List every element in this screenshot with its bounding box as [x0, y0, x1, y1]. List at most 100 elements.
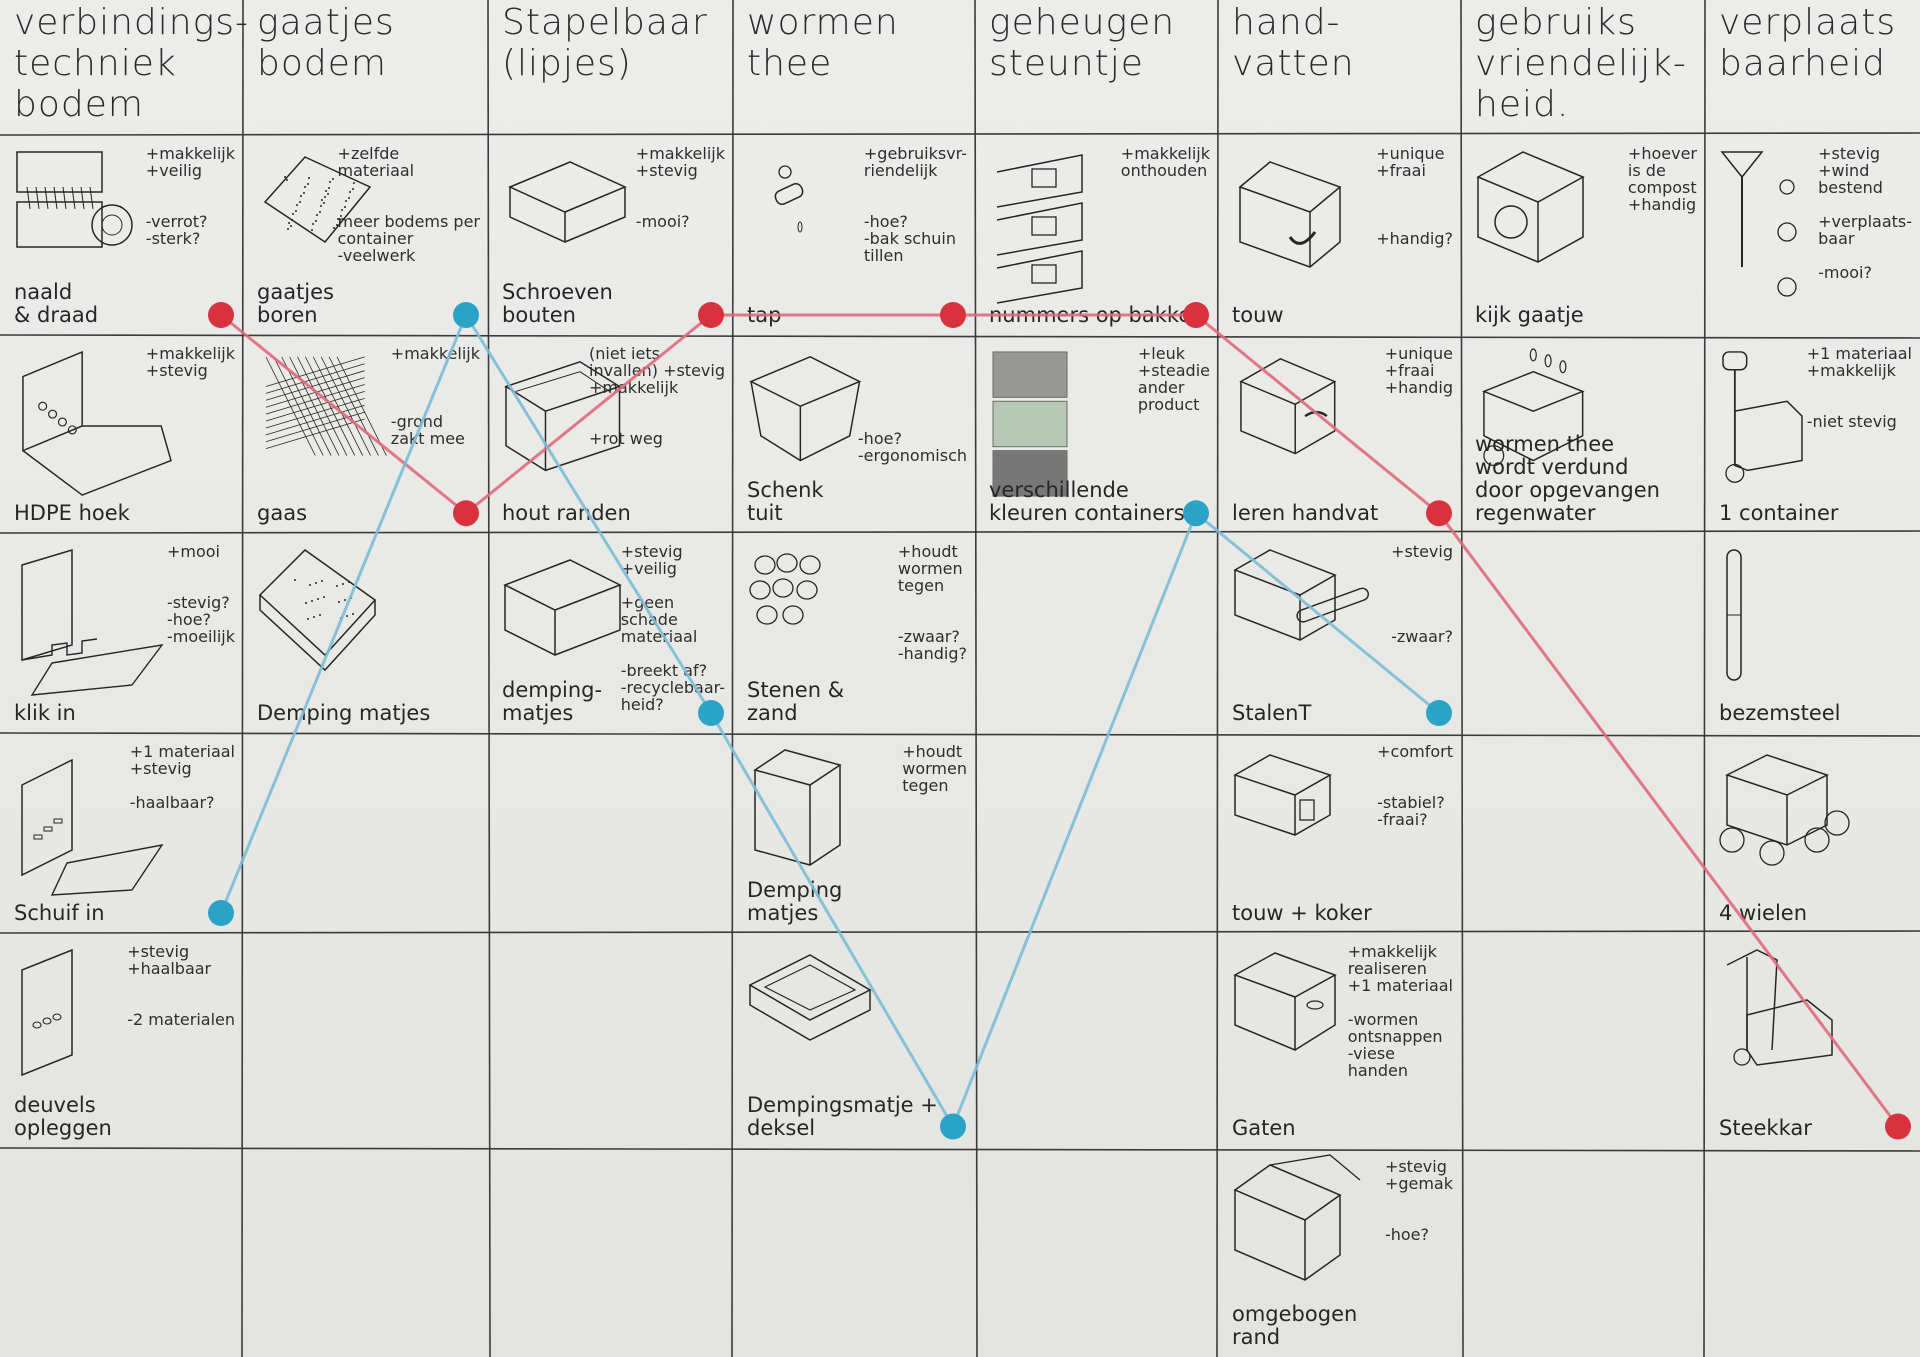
cell-notes: +stevig +veilig +geen schade materiaal -… [620, 542, 725, 714]
header-wormen: wormen thee [747, 2, 899, 84]
cell-notes: +unique +fraai +handig? [1376, 144, 1453, 248]
grid-row-line [0, 334, 1920, 339]
cell-notes: +stevig +haalbaar -2 materialen [127, 942, 235, 1029]
cell-label: Steekkar [1719, 1116, 1812, 1140]
header-gaatjes: gaatjes bodem [257, 2, 395, 84]
grid-row-line [0, 1147, 1920, 1152]
header-verplaats: verplaats baarheid [1719, 2, 1897, 84]
cell-label: nummers op bakken [989, 303, 1205, 327]
sketch-handtruck [1717, 945, 1882, 1100]
cell-label: touw [1232, 303, 1284, 327]
cell-notes: +houdt wormen tegen -zwaar? -handig? [897, 542, 967, 663]
grid-col-line [974, 0, 978, 1357]
cell-notes: +houdt wormen tegen [902, 742, 967, 795]
cell-notes: +gebruiksvr- riendelijk -hoe? -bak schui… [863, 144, 967, 265]
cell-label: Demping matjes [257, 701, 431, 725]
sketch-box-tube [1230, 745, 1395, 900]
sketch-needle [12, 147, 177, 302]
cell-label: Gaten [1232, 1116, 1296, 1140]
cell-notes: +unique +fraai +handig [1384, 344, 1453, 397]
cell-label: 4 wielen [1719, 901, 1808, 925]
cell-label: naald & draad [14, 280, 99, 327]
sketch-box-window [1473, 147, 1638, 302]
grid-row-line [0, 930, 1920, 934]
sketch-thermo [1717, 147, 1882, 302]
grid-col-line [731, 0, 734, 1357]
cell-notes: +mooi -stevig? -hoe? -moeilijk [166, 542, 235, 646]
sketch-mat [255, 545, 420, 700]
header-geheugen: geheugen steuntje [989, 2, 1176, 84]
sketch-tap [745, 147, 910, 302]
sketch-dowels [12, 945, 177, 1100]
sketch-cube [745, 745, 910, 900]
grid-col-line [1703, 0, 1706, 1357]
cell-label: gaatjes boren [257, 280, 334, 327]
sketch-box-rope [1230, 147, 1395, 302]
cell-label: kijk gaatje [1475, 303, 1584, 327]
cell-notes: +1 materiaal +stevig -haalbaar? [129, 742, 235, 812]
cell-label: StalenT [1232, 701, 1312, 725]
cell-notes: (niet iets invallen) +stevig +makkelijk … [589, 344, 725, 448]
grid-row-line [0, 732, 1920, 737]
grid-col-line [1460, 0, 1464, 1357]
cell-notes: +makkelijk +veilig -verrot? -sterk? [145, 144, 235, 248]
cell-label: bezemsteel [1719, 701, 1841, 725]
cell-label: Schroeven bouten [502, 280, 613, 327]
sketch-slidein [12, 745, 177, 900]
header-stapelbaar: Stapelbaar (lipjes) [502, 2, 708, 84]
cell-label: omgebogen rand [1232, 1302, 1358, 1349]
cell-label: hout randen [502, 501, 631, 525]
cell-notes: +leuk +steadie ander product [1137, 344, 1210, 414]
cell-label: demping- matjes [502, 678, 603, 725]
cell-label: Dempingsmatje + deksel [747, 1093, 938, 1140]
sketch-wheelbox [1717, 745, 1882, 900]
sketch-box-rod [1230, 545, 1395, 700]
cell-notes: +stevig +wind bestend +verplaats- baar -… [1818, 144, 1912, 282]
sketch-stones [745, 545, 910, 700]
header-verbindingstechniek: verbindings- techniek bodem [14, 2, 249, 125]
cell-notes: +comfort -stabiel? -fraai? [1377, 742, 1453, 829]
cell-label: tap [747, 303, 782, 327]
cell-label: klik in [14, 701, 76, 725]
cell-label: touw + koker [1232, 901, 1372, 925]
cell-notes: +hoever is de compost +handig [1627, 144, 1697, 214]
cell-notes: +1 materiaal +makkelijk -niet stevig [1806, 344, 1912, 431]
cell-label: Stenen & zand [747, 678, 845, 725]
cell-label: Schenk tuit [747, 478, 824, 525]
grid-col-line [241, 0, 244, 1357]
sketch-tray [500, 147, 665, 302]
cell-label: HDPE hoek [14, 501, 130, 525]
cell-notes: +zelfde materiaal meer bodems per contai… [337, 144, 480, 265]
header-gebruiks: gebruiks vriendelijk- heid. [1475, 2, 1687, 125]
cell-label: gaas [257, 501, 308, 525]
cell-notes: +makkelijk +stevig -mooi? [635, 144, 725, 231]
cell-notes: -hoe? -ergonomisch [857, 429, 967, 465]
grid-row-line [0, 132, 1920, 136]
cell-notes: +makkelijk -grond zakt mee [390, 344, 480, 448]
cell-label: Schuif in [14, 901, 105, 925]
sketch-clickin [12, 545, 177, 700]
grid-col-line [487, 0, 491, 1357]
sketch-box-flap [1230, 1154, 1395, 1315]
cell-label: 1 container [1719, 501, 1839, 525]
sketch-panel-dots [255, 147, 420, 302]
cell-notes: +makkelijk onthouden [1120, 144, 1210, 180]
grid-row-line [0, 530, 1920, 534]
cell-label: wormen thee wordt verdund door opgevange… [1475, 432, 1660, 525]
cell-notes: +stevig -zwaar? [1391, 542, 1453, 646]
cell-label: Demping matjes [747, 878, 843, 925]
sketch-corner [12, 347, 177, 500]
cell-label: deuvels opleggen [14, 1093, 112, 1140]
sketch-lidtray [745, 945, 910, 1100]
cell-notes: +stevig +gemak -hoe? [1384, 1157, 1453, 1244]
header-handvatten: hand- vatten [1232, 2, 1355, 84]
cell-notes: +makkelijk realiseren +1 materiaal -worm… [1347, 942, 1453, 1080]
sketch-stack [987, 147, 1152, 304]
sketch-box-handle [1230, 347, 1395, 500]
sketch-stick [1717, 545, 1882, 700]
cell-notes: +makkelijk +stevig [145, 344, 235, 380]
grid-col-line [1216, 0, 1219, 1357]
cell-label: leren handvat [1232, 501, 1379, 525]
cell-label: verschillende kleuren containers [989, 478, 1185, 525]
